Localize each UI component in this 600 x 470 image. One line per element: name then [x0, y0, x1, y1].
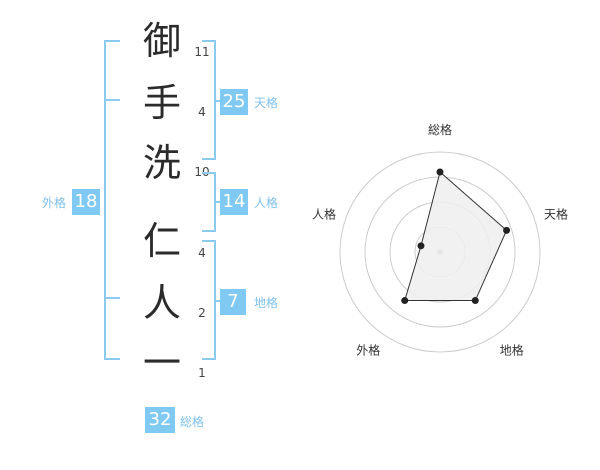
radar-axis-label: 地格 [500, 343, 524, 358]
radar-points [401, 168, 511, 305]
gaikaku-bracket-tick-1 [104, 99, 120, 101]
chikaku-value: 7 [220, 289, 246, 315]
radar-axis-label: 総格 [428, 122, 452, 137]
stroke-count-6: 1 [198, 366, 206, 380]
chikaku-bracket-bottom [202, 358, 216, 360]
stroke-count-5: 2 [198, 306, 206, 320]
name-char-4: 仁 [142, 219, 181, 263]
chikaku-bracket-top [202, 240, 216, 242]
stroke-count-2: 4 [198, 105, 206, 119]
radar-point [417, 242, 425, 250]
tenkaku-label: 天格 [254, 96, 279, 110]
soukaku-label: 総格 [180, 415, 205, 429]
radar-point [503, 226, 511, 234]
radar-point [436, 168, 444, 176]
gaikaku-bracket-top [104, 40, 120, 42]
chikaku-connector [214, 300, 222, 302]
radar-grid-ring [339, 151, 541, 353]
jinkaku-value: 14 [220, 189, 248, 215]
name-char-2: 手 [142, 81, 181, 125]
gaikaku-value: 18 [72, 189, 100, 215]
radar-area [404, 171, 508, 302]
radar-point [401, 297, 409, 305]
jinkaku-bracket-top [202, 172, 216, 174]
name-char-1: 御 [142, 19, 181, 63]
tenkaku-bracket-bottom [202, 158, 216, 160]
radar-axis-label: 外格 [356, 343, 380, 358]
stroke-count-4: 4 [198, 246, 206, 260]
gaikaku-bracket-bottom [104, 358, 120, 360]
radar-point [471, 297, 479, 305]
tenkaku-value: 25 [220, 89, 248, 115]
tenkaku-connector [214, 100, 222, 102]
jinkaku-label: 人格 [254, 196, 279, 210]
gaikaku-bracket-tick-2 [104, 297, 120, 299]
gaikaku-bracket [104, 40, 106, 360]
radar-axis-label: 天格 [544, 206, 568, 221]
jinkaku-connector [214, 201, 222, 203]
chikaku-label: 地格 [254, 296, 279, 310]
tenkaku-bracket-top [202, 40, 216, 42]
jinkaku-bracket-bottom [202, 230, 216, 232]
name-char-6: 一 [142, 341, 181, 385]
radar-axis-label: 人格 [312, 206, 336, 221]
soukaku-value: 32 [145, 407, 175, 433]
gaikaku-label: 外格 [42, 196, 67, 210]
stroke-count-1: 11 [194, 45, 210, 59]
name-char-3: 洗 [142, 141, 181, 185]
name-char-5: 人 [142, 281, 181, 325]
